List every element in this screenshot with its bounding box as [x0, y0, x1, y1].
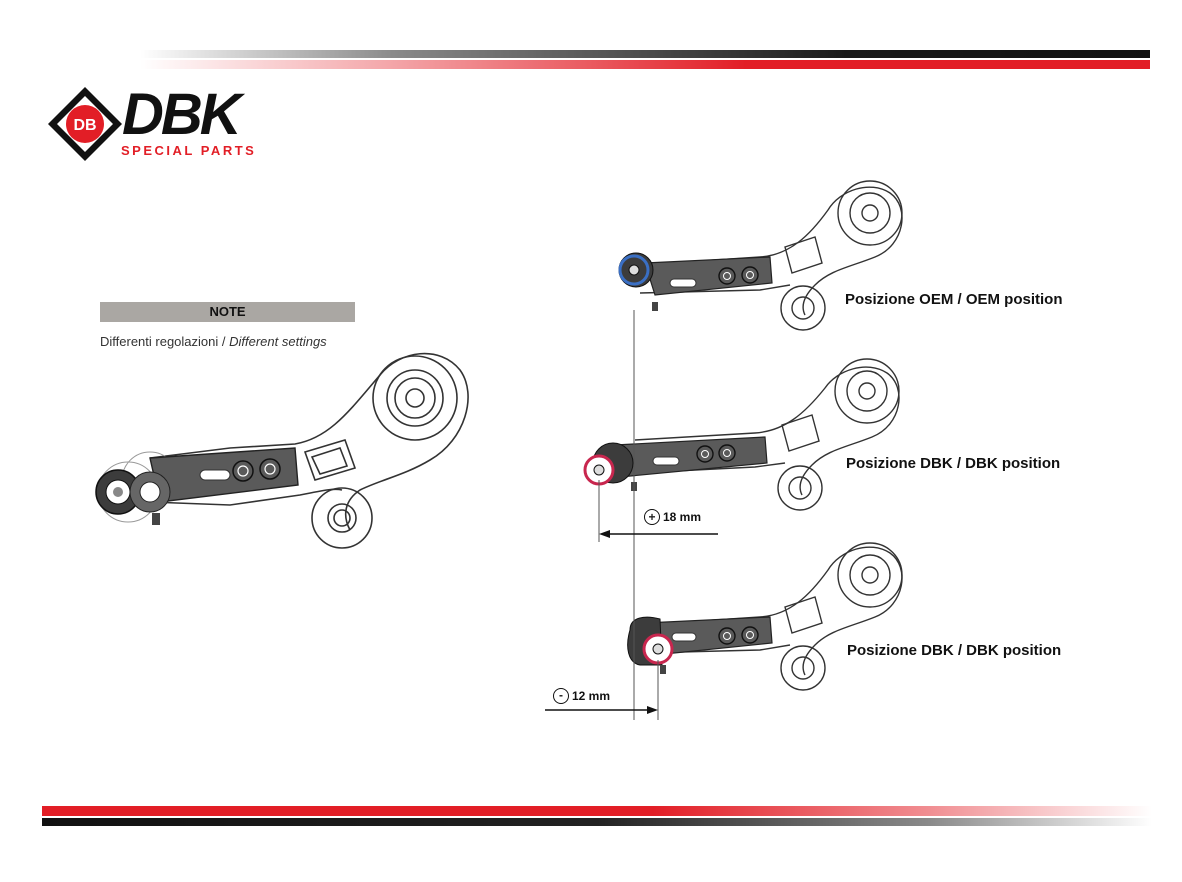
- plus-circle-icon: +: [644, 509, 660, 525]
- lever-dbk-minus-drawing: [627, 542, 903, 691]
- note-text-en: Different settings: [229, 334, 327, 349]
- top-band-red: [140, 60, 1150, 69]
- lever-overview-drawing: [95, 352, 469, 549]
- position-label-dbk-plus: Posizione DBK / DBK position: [846, 455, 1061, 472]
- lever-oem-position-drawing: [618, 180, 903, 331]
- logo-subtitle: SPECIAL PARTS: [121, 143, 257, 158]
- bottom-band-dark: [42, 818, 1152, 826]
- minus-circle-icon: -: [553, 688, 569, 704]
- note-header: NOTE: [100, 302, 355, 322]
- bottom-band-red: [42, 806, 1152, 816]
- top-band-dark: [140, 50, 1150, 58]
- dimension-plus: + 18 mm: [644, 509, 701, 525]
- note-text-it: Differenti regolazioni /: [100, 334, 226, 349]
- dimension-lines: [545, 310, 718, 720]
- svg-text:DB: DB: [73, 117, 96, 134]
- dimension-minus-value: 12 mm: [572, 689, 611, 703]
- logo-wordmark: DBK: [122, 82, 242, 147]
- note-text: Differenti regolazioni / Different setti…: [100, 334, 327, 349]
- position-label-dbk-minus: Posizione DBK / DBK position: [847, 642, 1062, 659]
- dbk-logo-emblem-icon: DB: [48, 87, 122, 161]
- lever-dbk-plus-drawing: [583, 358, 900, 511]
- dimension-minus: - 12 mm: [553, 688, 610, 704]
- dimension-plus-value: 18 mm: [663, 510, 702, 524]
- position-label-oem: Posizione OEM / OEM position: [845, 291, 1063, 308]
